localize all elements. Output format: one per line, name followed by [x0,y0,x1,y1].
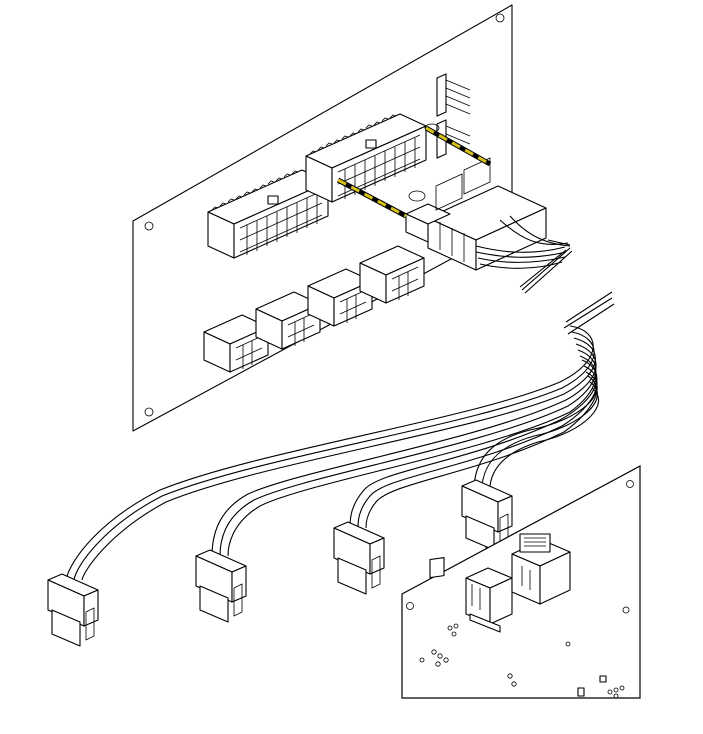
mount-hole-bottom-left [144,407,154,417]
branch-plug-2 [195,549,247,623]
mount-hole-top-right [495,13,505,23]
atx-connector-right [305,113,427,203]
pcie-connector-4 [359,245,425,304]
cable-plug-24pin [405,157,547,271]
pcb-hole-mid [622,606,630,614]
mount-hole-top-left [144,221,154,231]
pin-header-top [436,73,471,117]
pcb-chip [429,557,445,579]
pcb-socket-a [465,567,513,633]
pcie-connector-3 [307,268,373,327]
pcb-socket-b [511,533,571,605]
branch-plug-4 [461,479,513,551]
pcb-hole-right [626,480,634,488]
wire-harness [65,291,615,581]
pcb-hole-left [406,602,414,610]
branch-plug-1 [47,573,99,647]
atx-connector-left [207,169,329,259]
main-plug-wires [475,215,573,294]
pcb-board [401,464,641,699]
branch-plug-3 [333,521,385,595]
